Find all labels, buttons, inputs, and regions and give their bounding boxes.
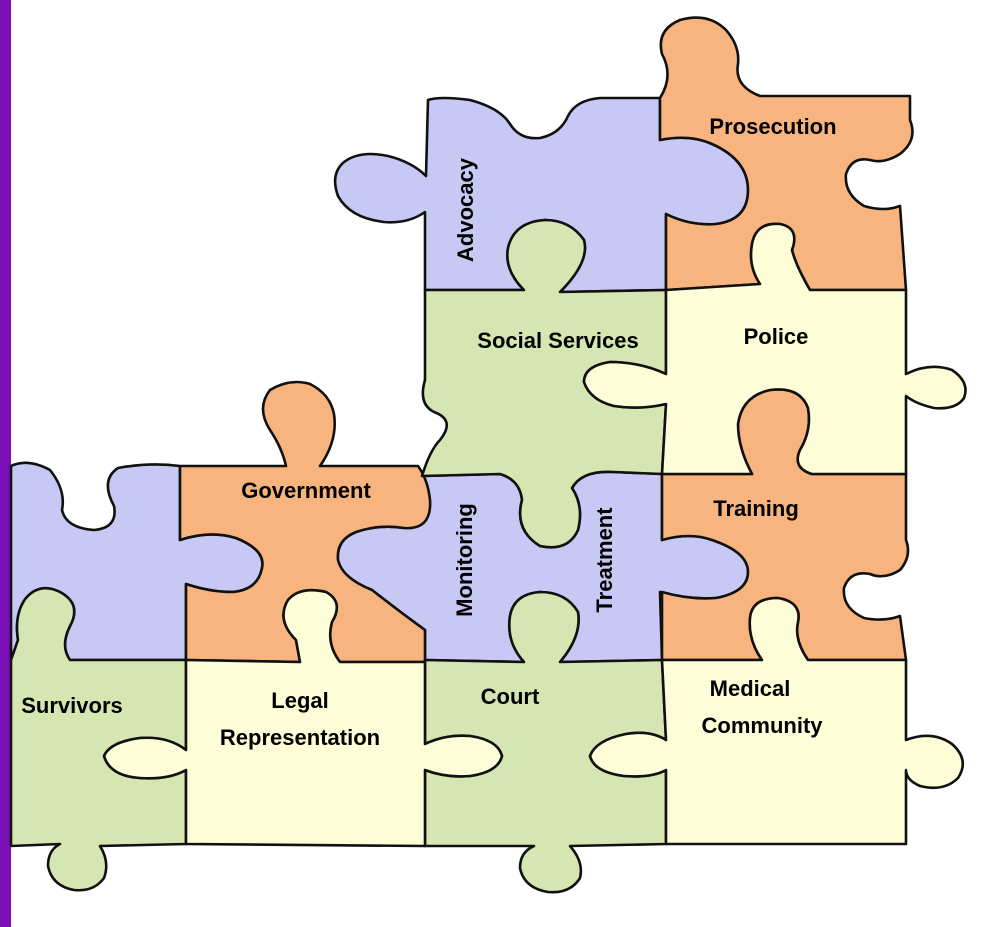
puzzle-piece-police	[582, 222, 967, 476]
label-survivors: Survivors	[21, 693, 123, 718]
accent-bar	[0, 0, 11, 927]
label-advocacy: Advocacy	[453, 157, 478, 262]
label-police: Police	[744, 324, 809, 349]
puzzle-piece-medical-community	[588, 596, 965, 846]
label-medical: Medical	[710, 676, 791, 701]
puzzle-piece-legal-representation	[102, 588, 504, 848]
label-monitoring: Monitoring	[452, 503, 477, 617]
label-representation: Representation	[220, 725, 380, 750]
puzzle-piece-government	[178, 380, 432, 664]
label-court: Court	[481, 684, 540, 709]
label-prosecution: Prosecution	[709, 114, 836, 139]
label-legal: Legal	[271, 688, 328, 713]
label-treatment: Treatment	[592, 507, 617, 613]
label-government: Government	[241, 478, 371, 503]
puzzle-piece-prosecution	[658, 16, 914, 292]
label-social-services: Social Services	[477, 328, 638, 353]
label-community: Community	[702, 713, 824, 738]
label-training: Training	[713, 496, 799, 521]
